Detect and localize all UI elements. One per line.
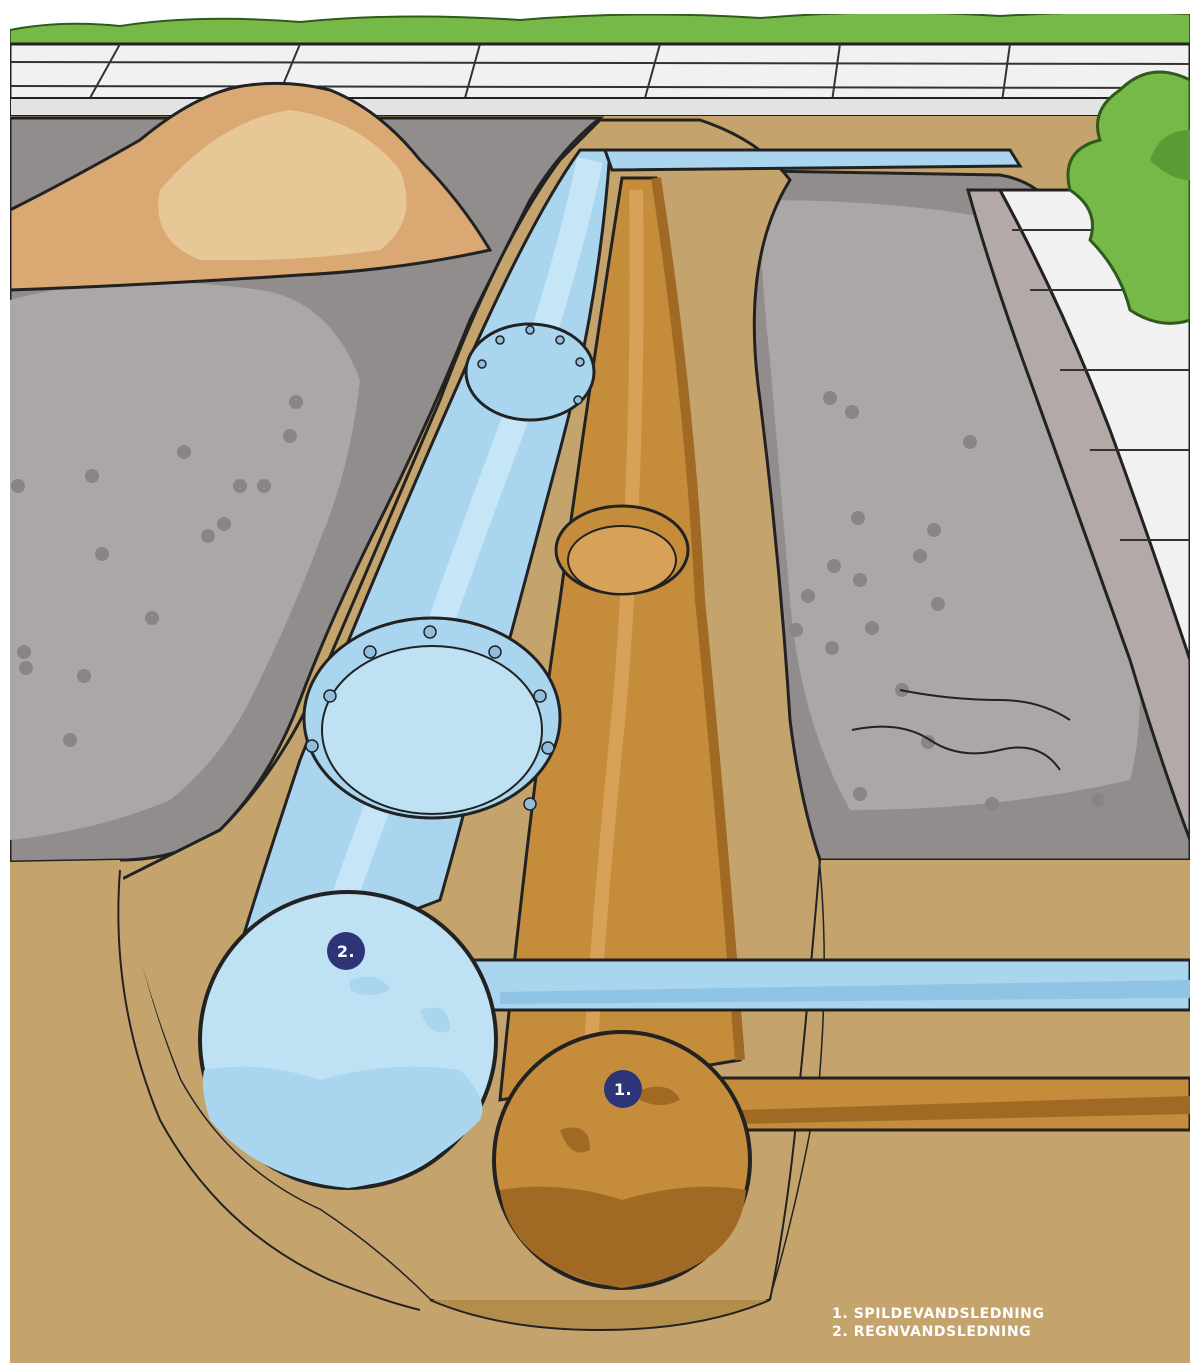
tree-leaves xyxy=(1066,70,1190,325)
legend-item-wastewater: 1. SPILDEVANDSLEDNING xyxy=(832,1306,1045,1322)
grass-strip xyxy=(9,11,1190,47)
legend: 1. SPILDEVANDSLEDNING 2. REGNVANDSLEDNIN… xyxy=(832,1305,1045,1341)
marker-wastewater-pipe: 1. xyxy=(604,1070,642,1108)
rainwater-flange-upper xyxy=(464,322,596,422)
legend-item-rainwater: 2. REGNVANDSLEDNING xyxy=(832,1324,1032,1340)
marker-rainwater-pipe: 2. xyxy=(327,932,365,970)
